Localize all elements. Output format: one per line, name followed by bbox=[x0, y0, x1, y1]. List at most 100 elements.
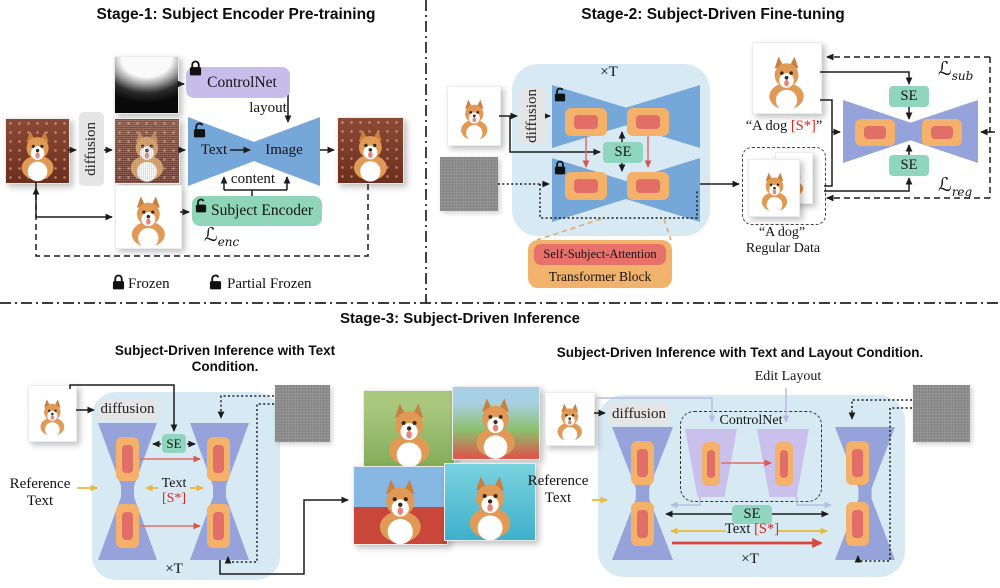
loss-symbol: ℒ bbox=[938, 58, 952, 80]
loss-sub-label: ℒsub bbox=[938, 58, 973, 83]
self-subject-attention-core bbox=[122, 512, 133, 540]
generated-image-output-s1 bbox=[337, 117, 404, 184]
diffusion-label: diffusion bbox=[524, 89, 540, 143]
unet-text-label: Text bbox=[200, 142, 228, 158]
loss-symbol: ℒ bbox=[204, 224, 218, 246]
loss-symbol: ℒ bbox=[938, 174, 952, 196]
xt-label-s3-left: ×T bbox=[165, 561, 183, 577]
diffusion-box-s2: diffusion bbox=[520, 88, 545, 144]
loss-subscript: sub bbox=[951, 68, 974, 83]
subject-image-s2-right bbox=[752, 42, 822, 114]
text-token-label-s3-right: Text [S*] bbox=[716, 521, 788, 538]
prompt-suffix: ” bbox=[815, 118, 823, 134]
loss-subscript: reg bbox=[951, 184, 973, 199]
corgi-icon bbox=[462, 397, 529, 459]
prompt-token: [S*] bbox=[790, 118, 816, 134]
reference-text-label-left: Reference Text bbox=[4, 476, 76, 511]
attention-block bbox=[922, 119, 962, 146]
attention-block bbox=[855, 119, 895, 146]
subject-image-s2 bbox=[447, 86, 501, 146]
reference-line2: Text bbox=[544, 490, 572, 507]
output-sample-pool bbox=[444, 463, 536, 541]
attention-block bbox=[775, 442, 793, 486]
legend-partial-frozen-label: Partial Frozen bbox=[227, 276, 312, 292]
self-subject-attention-core bbox=[636, 115, 660, 129]
subject-image-s3-right bbox=[545, 392, 595, 446]
token-label: [S*] bbox=[161, 491, 187, 506]
attention-block bbox=[116, 437, 139, 481]
xt-label-s3-right: ×T bbox=[741, 551, 759, 567]
lock-open-icon bbox=[195, 198, 207, 213]
diffusion-label: diffusion bbox=[100, 401, 155, 417]
content-label: content bbox=[230, 171, 276, 187]
corgi-icon bbox=[760, 53, 813, 113]
diffusion-box-s1: diffusion bbox=[79, 112, 104, 186]
controlnet-box: ControlNet bbox=[186, 67, 290, 98]
loss-enc-label: ℒenc bbox=[204, 224, 239, 249]
attention-block bbox=[627, 172, 669, 200]
loss-subscript: enc bbox=[217, 234, 240, 249]
controlnet-label: ControlNet bbox=[207, 73, 277, 91]
attention-block bbox=[565, 108, 607, 136]
stage1-title: Stage-1: Subject Encoder Pre-training bbox=[96, 6, 376, 23]
self-subject-attention-core bbox=[852, 449, 863, 477]
unet-image-label: Image bbox=[265, 142, 303, 158]
attention-block bbox=[207, 504, 230, 548]
se-box-s2-top: SE bbox=[889, 86, 929, 107]
subject-encoder-label: Subject Encoder bbox=[210, 202, 313, 219]
se-box-s2-bottom: SE bbox=[889, 155, 929, 176]
output-sample-watermelon bbox=[452, 386, 540, 460]
lock-closed-icon bbox=[112, 274, 125, 290]
noise-latent-s3-left bbox=[275, 385, 330, 442]
attention-block bbox=[116, 504, 139, 548]
lock-open-icon bbox=[554, 87, 566, 102]
ssa-label: Self-Subject-Attention bbox=[543, 247, 657, 261]
xt-label-s2: ×T bbox=[600, 64, 618, 80]
edit-layout-label: Edit Layout bbox=[754, 369, 822, 384]
corgi-icon bbox=[374, 402, 444, 467]
output-sample-grass bbox=[363, 390, 455, 468]
regular-caption: “A dog” bbox=[758, 225, 806, 240]
diffusion-box-s3-left: diffusion bbox=[97, 399, 158, 420]
self-subject-attention-label-box: Self-Subject-Attention bbox=[534, 244, 666, 265]
transformer-block-label: Transformer Block bbox=[548, 269, 652, 284]
self-subject-attention-core bbox=[930, 126, 954, 139]
attention-block bbox=[565, 172, 607, 200]
token-label: [S*] bbox=[754, 521, 780, 537]
stage3-title: Stage-3: Subject-Driven Inference bbox=[339, 310, 581, 327]
text-cond-label: Text bbox=[724, 521, 751, 537]
loss-reg-label: ℒreg bbox=[938, 174, 972, 199]
subject-image-s3-left bbox=[28, 385, 77, 442]
noised-image bbox=[114, 118, 180, 184]
attention-block bbox=[846, 441, 869, 485]
attention-block bbox=[846, 502, 869, 546]
attention-block bbox=[627, 108, 669, 136]
regular-data-image-front bbox=[748, 159, 800, 217]
stage2-title: Stage-2: Subject-Driven Fine-tuning bbox=[581, 6, 845, 23]
se-box-s3-left: SE bbox=[162, 434, 186, 453]
self-subject-attention-core bbox=[852, 510, 863, 538]
corgi-icon bbox=[34, 394, 71, 441]
se-box-s2-mid: SE bbox=[603, 142, 643, 163]
attention-block bbox=[207, 437, 230, 481]
controlnet-dashed-box bbox=[680, 411, 822, 502]
self-subject-attention-core bbox=[863, 126, 887, 139]
self-subject-attention-core bbox=[122, 445, 133, 473]
self-subject-attention-core bbox=[636, 179, 660, 193]
subject-image-input bbox=[5, 118, 70, 184]
subject-encoder-box: Subject Encoder bbox=[192, 196, 322, 226]
diffusion-label: diffusion bbox=[83, 122, 99, 176]
segmented-subject-image bbox=[115, 185, 182, 249]
legend-frozen-label: Frozen bbox=[128, 276, 170, 292]
regular-data-label: Regular Data bbox=[745, 241, 821, 256]
self-subject-attention-core bbox=[637, 510, 648, 538]
corgi-icon bbox=[345, 127, 396, 183]
corgi-icon bbox=[455, 475, 525, 540]
corgi-icon bbox=[364, 478, 437, 544]
self-subject-attention-core bbox=[637, 449, 648, 477]
layout-label: layout bbox=[249, 100, 287, 116]
corgi-icon bbox=[551, 400, 588, 445]
corgi-icon bbox=[122, 128, 172, 183]
reference-line1: Reference bbox=[527, 473, 589, 489]
